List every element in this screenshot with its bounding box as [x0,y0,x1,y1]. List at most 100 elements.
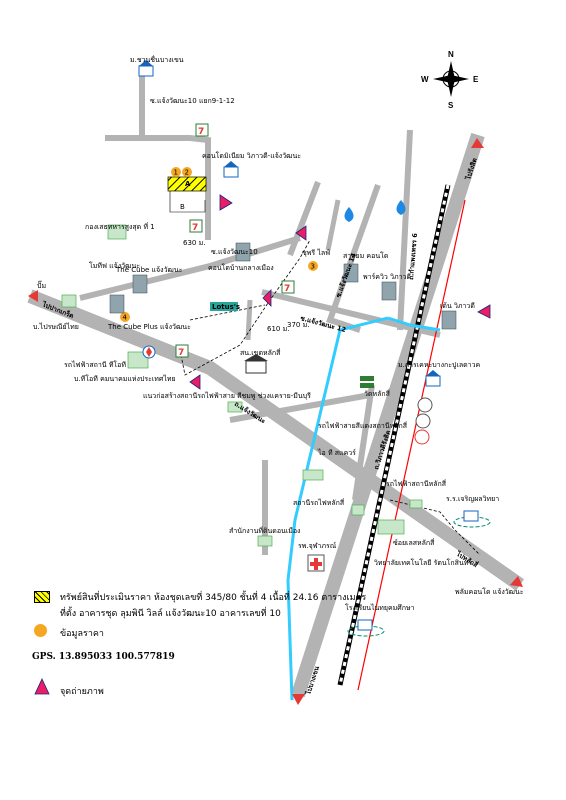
label-dist-610: 610 ม. [267,325,289,333]
arrow-bottom-right [510,576,523,587]
marker-4: 4 [123,314,128,322]
label-soi-top: ซ.แจ้งวัฒนะ10 แยก9-1-12 [150,97,235,105]
arrow-top-right [471,138,484,148]
label-lak-si-school: ซ์อยเลสหลักสี่ [393,538,435,547]
village-icons [138,60,441,387]
dashed-route [179,239,311,376]
red-line-rail [357,199,466,691]
svg-text:7: 7 [284,284,290,294]
legend-hatch-swatch [34,591,50,603]
tesco-logo-box [210,302,238,311]
label-rail-lak-si: รถไฟฟ้าสถานีหลักสี่ [386,479,447,488]
label-red-line: รถไฟฟ้าสายสีแดงสถานีหลักสี่ [318,421,408,430]
legend-gps: GPS. 13.895033 100.577819 [32,652,175,662]
builder-box [227,401,243,413]
it-box [302,469,324,481]
label-dist-630: 630 ม. [183,239,205,247]
plot-b-label: B [180,203,185,211]
arrow-left [28,290,38,302]
label-cube: The Cube แจ้งวัฒนะ [115,266,183,274]
railway [337,184,451,686]
condo-icons [109,242,457,330]
label-station: สถานีรถไฟหลักสี่ [293,498,345,507]
label-kamphaeng: เด้น วิภาวดี [440,302,475,310]
label-wat: วัดหลักสี่ [364,389,391,398]
label-district: สน.เขตหลักสี่ [240,348,281,357]
legend-price-dot [34,624,47,637]
road-right-kamphaeng [397,129,413,331]
label-mobile-condo: โมทีฟ แจ้งวัฒนะ [89,261,140,270]
road-chaengwattana [27,289,525,591]
office-box [257,535,273,547]
buildings [61,224,423,547]
label-bts-top: รถไฟฟ้าสถานี ทีโอที [64,360,126,369]
station-box [351,504,365,516]
compass: N S E W [421,50,479,110]
label-cube-plus: The Cube Plus แจ้งวัฒนะ [107,323,191,331]
label-pt: ปั๊ม [37,280,46,290]
plot-b-outline [169,191,206,213]
road-soi-top [105,65,145,141]
marker-2: 2 [185,169,189,177]
school-box [377,519,405,535]
label-it-square: ไอ ที สแควร์ [317,448,356,457]
label-soi-10: ซ.แจ้งวัฒนะ10 [211,248,258,256]
label-village-top: ม.ชวนชื่นบางเขน [130,55,184,64]
tesco-label: Lotus's [212,303,240,311]
label-cat: บ.ทีโอที คมนาคมแห่งประเทศไทย [74,374,176,383]
compass-north: N [448,50,454,59]
road-soi-ml [79,235,301,301]
label-chirarat: ร.ร.เจริญผลวิทยา [446,495,499,503]
marker-3: 3 [311,263,315,271]
road-pink [229,392,371,423]
fuel-icons [142,200,406,359]
label-rail-builder: แนวก่อสร้างสถานีรถไฟฟ้าสาย สีชมพู ช่วงแค… [143,391,311,400]
right-logos [360,376,433,445]
photo-points [189,194,491,390]
label-salaya: สาลยม คอนโด [343,251,388,260]
legend-item1b: ที่ตั้ง อาคารชุด ลุมพินี วิลล์ แจ้งวัฒนะ… [60,609,281,619]
svg-text:7: 7 [178,348,184,358]
compass-south: S [448,101,454,110]
road-arrows [28,138,523,705]
label-office-land: สำนักงานที่ดินดอนเมือง [229,526,300,535]
legend-photo-icon [34,678,50,695]
label-hospital: รพ.จุฬาภรณ์ [298,542,337,550]
road-right-lower [352,384,375,501]
legend-item2: ข้อมูลราคา [60,629,104,639]
road-label-kamphaeng: ถ.กำแพงเพชร 6 [407,232,419,280]
label-park-vibha: พาร์ควิว วิภาวดี [363,273,411,281]
label-condo-vt: คอนโดมิเนียม วิภาวดี-แจ้งวัฒนะ [202,151,301,160]
legend-item3: จุดถ่ายภาพ [60,687,104,697]
school-icons [347,510,491,637]
post-box [61,294,77,308]
compass-east: E [473,75,479,84]
blue-line [286,316,389,701]
rail-box [409,499,423,509]
road-soi-10 [142,135,211,240]
svg-text:7: 7 [192,223,198,233]
map-labels: ม.ชวนชื่นบางเขน ซ.แจ้งวัฒนะ10 แยก9-1-12 … [33,55,524,612]
cat-box [127,351,149,369]
dashed-route-3 [189,304,266,321]
arrow-bottom [292,694,305,705]
road-soi-kh [261,289,441,338]
label-plum: พลัมคอนโด แจ้งวัฒนะ [455,587,524,596]
svg-text:7: 7 [198,127,204,137]
road-label-soi-left: ซ.แจ้งวัฒนะ 12 [299,313,347,334]
road-vibhavadi [291,132,485,698]
army-box [107,224,127,240]
road-branch [325,199,341,251]
label-tinh-school: โรงเรียนไนทยุคมศึกษา [345,603,415,612]
label-condo-ban-klang: คอนโดบ้านกลางเมือง [208,263,274,272]
compass-west: W [421,75,429,84]
plot-a-label: A [185,180,191,188]
label-supreme: ซุพรี ไลฟ์ [302,248,330,257]
road-small [245,299,253,341]
label-ban-moo: ม.การเคหะบางกะปูเลดาวค [398,361,481,369]
marker-1: 1 [174,169,178,177]
legend-item1: ทรัพย์สินที่ประเมินราคา ห้องชุดเลขที่ 34… [60,593,367,603]
label-army: กองเสธทหารสูงสุด ที่ 1 [85,222,155,231]
district-office-icon [245,360,267,374]
